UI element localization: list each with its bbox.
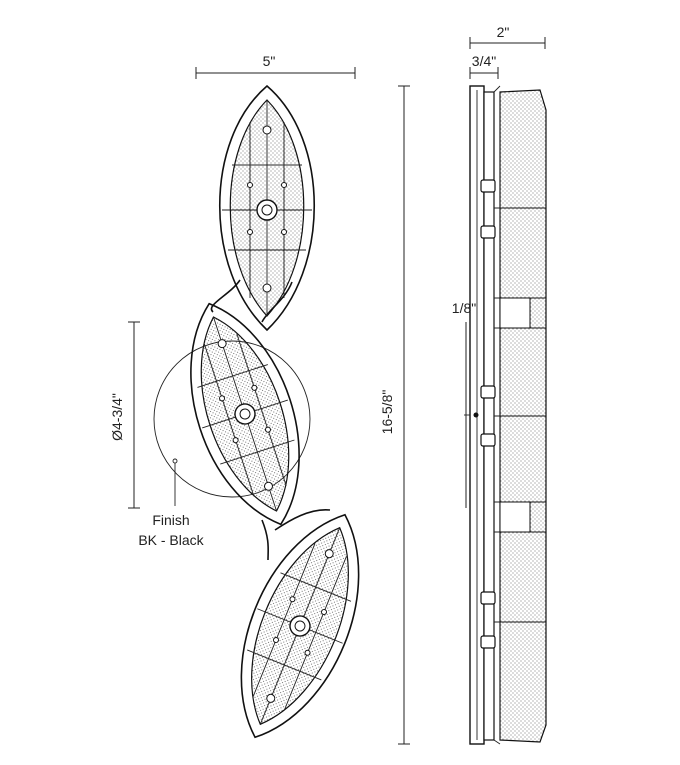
finish-leader-dot xyxy=(172,458,178,464)
depth-dimension: 2" xyxy=(469,24,546,49)
backplate-label: Ø4-3/4" xyxy=(109,393,125,441)
height-label: 16-5/8" xyxy=(379,390,395,435)
stem-bottom-inner xyxy=(261,519,270,561)
leaf-bottom xyxy=(240,513,360,739)
leaf-middle-outline xyxy=(190,302,300,526)
stem-top xyxy=(210,279,241,313)
mount-point xyxy=(473,412,479,418)
leaf-middle xyxy=(190,302,300,526)
gap-dimension: 1/8" xyxy=(452,300,476,508)
plate-dimension: 3/4" xyxy=(469,53,499,79)
front-view: Finish BK - Black 5" Ø4-3/4" 16-5/8" xyxy=(109,53,410,745)
width-label: 5" xyxy=(263,53,276,69)
leaf-top-hub xyxy=(256,199,278,221)
backplate-dimension: Ø4-3/4" xyxy=(109,321,140,509)
stem-bottom xyxy=(274,509,331,531)
side-connectors xyxy=(480,179,496,649)
height-dimension: 16-5/8" xyxy=(379,85,410,745)
leaf-bottom-outline xyxy=(240,513,360,739)
side-view: 2" 3/4" xyxy=(452,24,547,745)
leaf-bottom-hub xyxy=(289,615,311,637)
gap-label: 1/8" xyxy=(452,300,476,316)
plate-label: 3/4" xyxy=(472,53,496,69)
leaf-middle-hub xyxy=(234,403,256,425)
depth-label: 2" xyxy=(497,24,510,40)
leaf-top-outline xyxy=(218,84,316,332)
width-dimension: 5" xyxy=(195,53,356,79)
leaf-top xyxy=(218,84,316,332)
finish-title: Finish xyxy=(152,512,189,528)
finish-value: BK - Black xyxy=(138,532,204,548)
